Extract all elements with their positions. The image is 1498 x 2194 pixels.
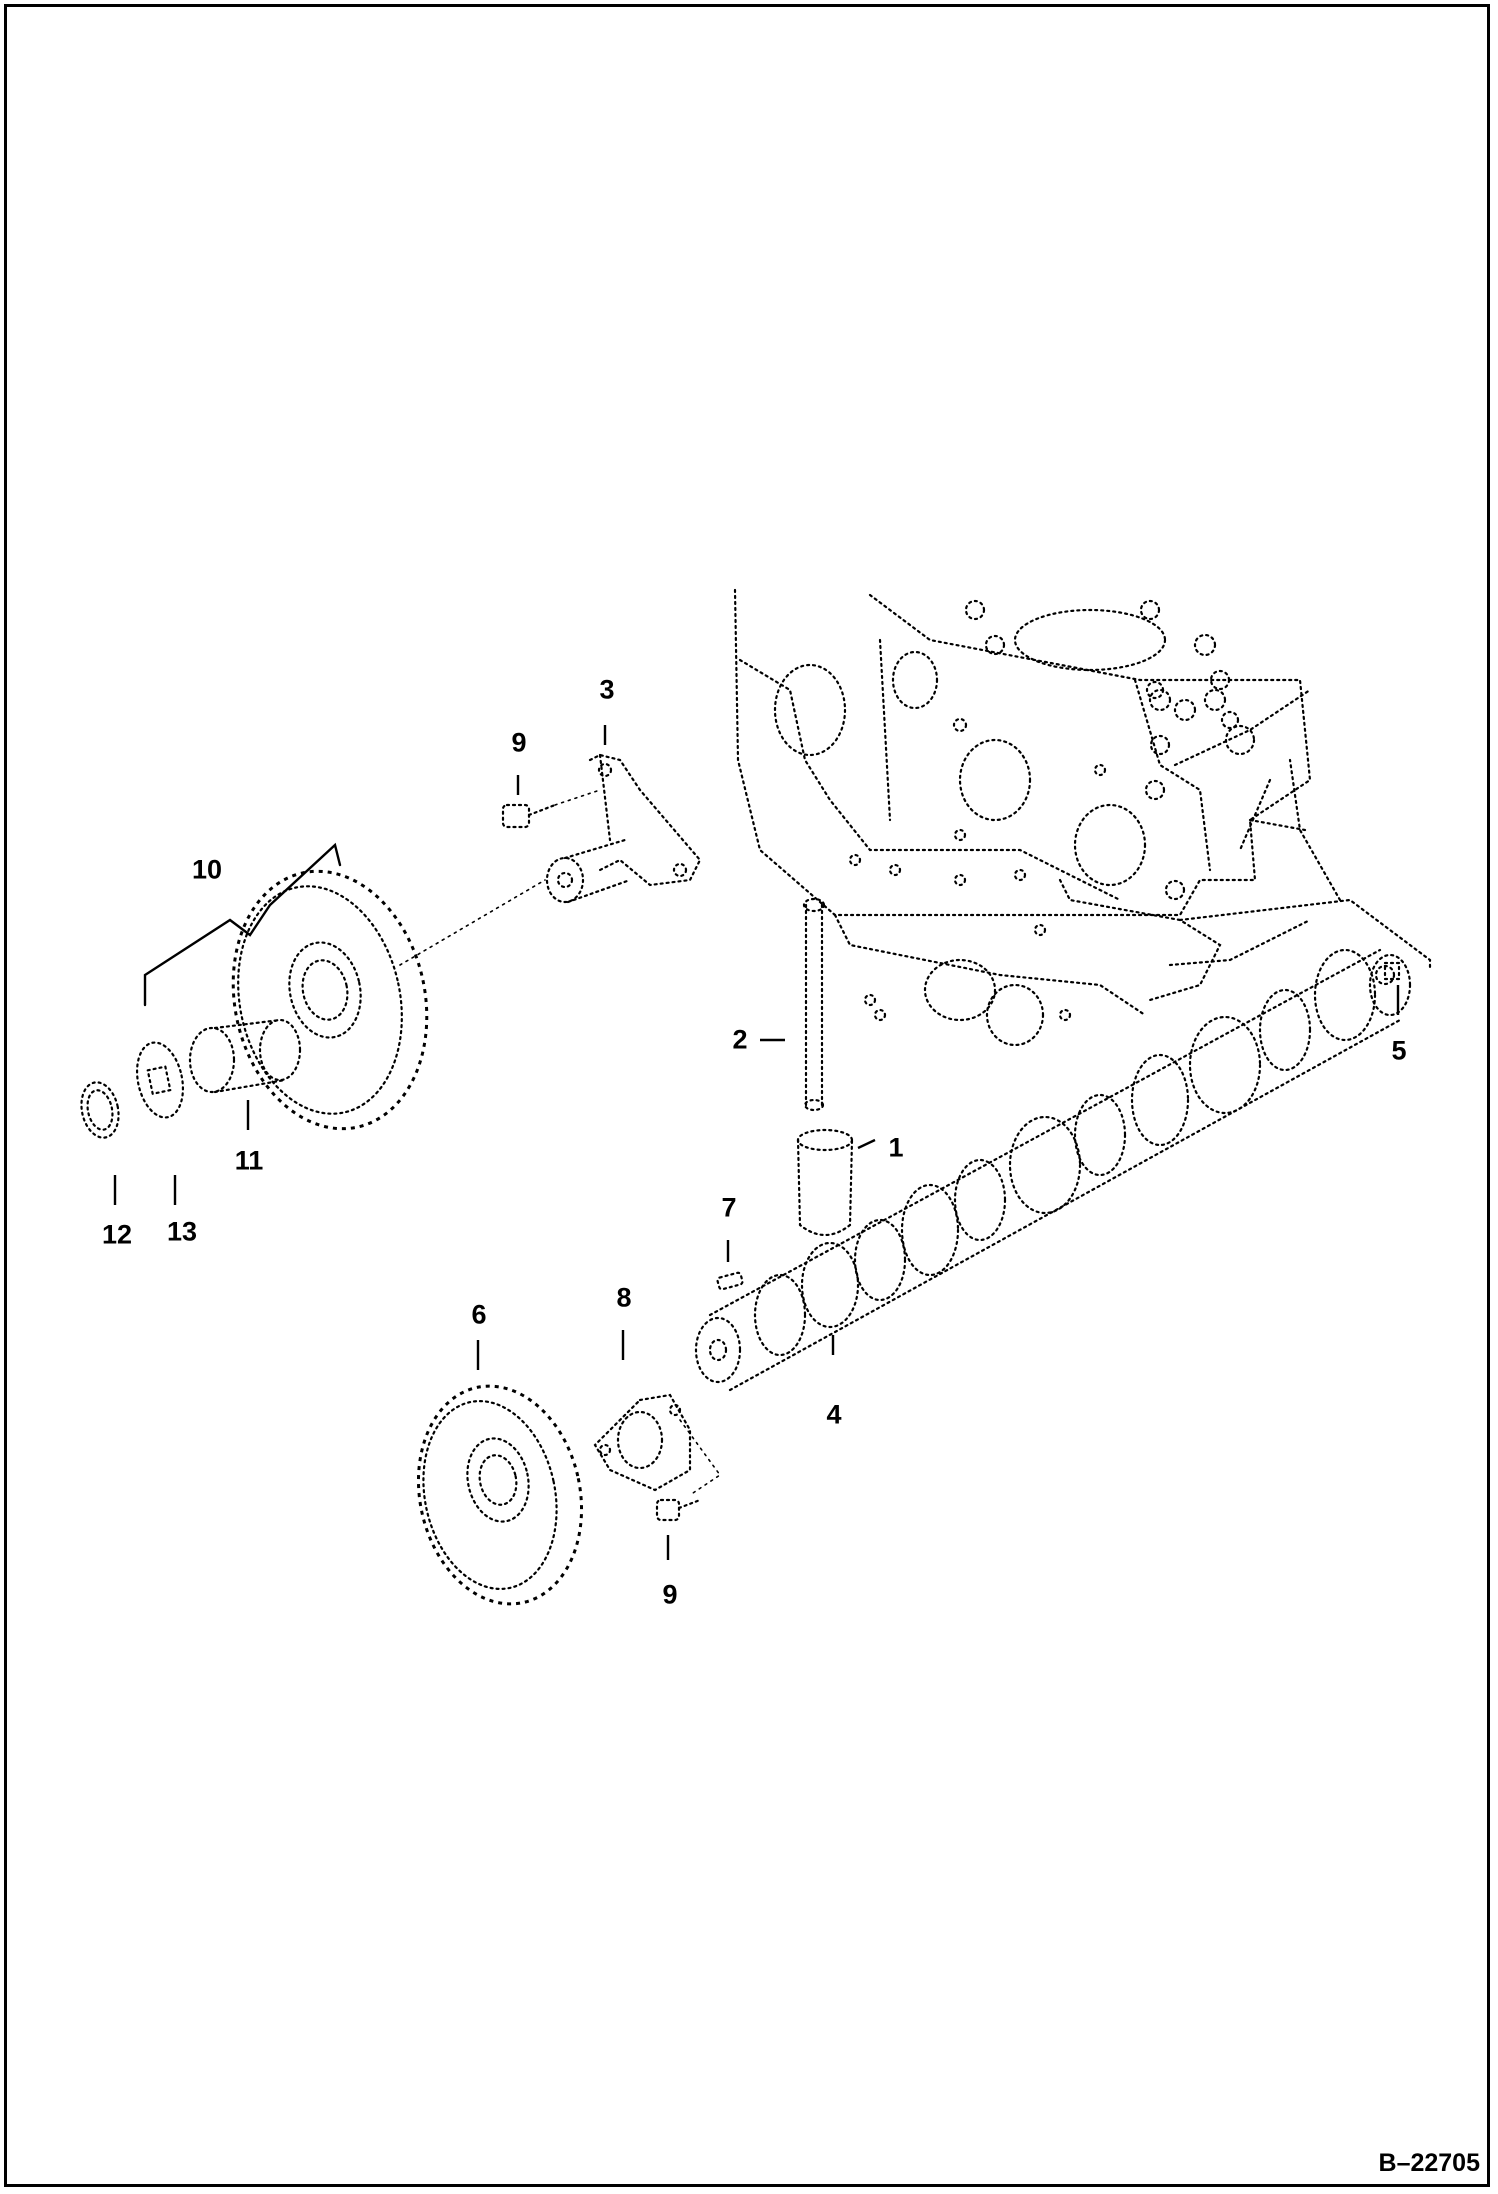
camshaft-gear <box>416 1384 584 1606</box>
callout-12: 12 <box>101 1219 133 1250</box>
callout-3: 3 <box>599 674 615 705</box>
figure-number: B–22705 <box>1378 2149 1480 2177</box>
thrust-washer <box>135 1041 185 1119</box>
bolt-upper <box>501 803 557 829</box>
callout-10: 10 <box>191 854 223 885</box>
plug <box>1383 961 1401 981</box>
tappet <box>796 1128 854 1237</box>
callout-9-lower: 9 <box>662 1579 678 1610</box>
key <box>716 1271 744 1291</box>
snap-ring <box>80 1081 120 1139</box>
bolt-upper-leader <box>554 789 601 806</box>
callout-8: 8 <box>616 1282 632 1313</box>
callout-4: 4 <box>826 1399 842 1430</box>
callout-6: 6 <box>471 1299 487 1330</box>
push-rod <box>802 897 826 1112</box>
thrust-plate-leader <box>679 1419 722 1496</box>
callout-5: 5 <box>1391 1035 1407 1066</box>
callout-9-upper: 9 <box>511 727 527 758</box>
bolt-lower <box>655 1498 702 1522</box>
callout-7: 7 <box>721 1192 737 1223</box>
engine-block-illustration <box>733 588 1432 1047</box>
callout-2: 2 <box>732 1024 748 1055</box>
idler-gear <box>231 869 429 1131</box>
idler-gear-axis <box>399 879 546 966</box>
callout-13: 13 <box>166 1216 198 1247</box>
camshaft <box>694 948 1412 1392</box>
thrust-plate <box>593 1393 692 1492</box>
drawing-border <box>4 4 1490 2187</box>
callout-11: 11 <box>234 1145 264 1176</box>
bushing <box>188 1018 302 1094</box>
callout-1: 1 <box>888 1132 904 1163</box>
callout-leaders <box>113 725 1400 1560</box>
idler-shaft <box>545 753 702 904</box>
